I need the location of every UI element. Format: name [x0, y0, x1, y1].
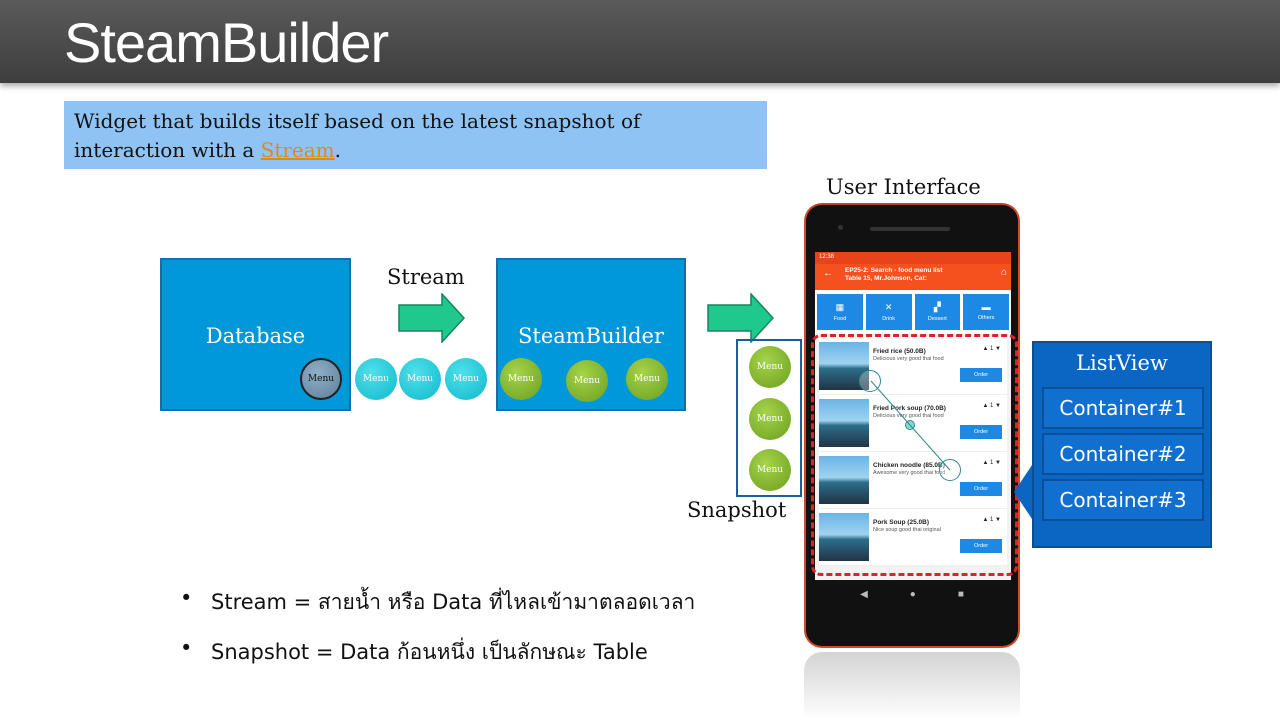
phone-screen: 12:38 ← EP25-2: Search - food menu list … [815, 252, 1011, 580]
menu-ball: Menu [749, 449, 791, 491]
android-nav-bar: ◀ ● ■ [806, 585, 1018, 605]
app-bar-title: EP25-2: Search - food menu list [845, 267, 943, 274]
speaker-grille [870, 227, 950, 231]
status-time: 12:38 [819, 254, 835, 260]
category-dessert[interactable]: ▞ Dessert [914, 294, 961, 330]
item-name: Chicken noodle (85.0B) [873, 462, 945, 469]
stream-link[interactable]: Stream [260, 138, 335, 162]
qty-stepper[interactable]: ▲ 1 ▼ [982, 403, 1001, 409]
menu-list: Fried rice (50.0B)Delicious very good th… [815, 334, 1011, 570]
menu-ball: Menu [749, 398, 791, 440]
list-item: Pork Soup (25.0B)Nice soup good thai ori… [819, 509, 1007, 566]
listview-panel: ListView Container#1 Container#2 Contain… [1032, 341, 1212, 548]
category-label: Others [977, 315, 995, 321]
food-image [819, 456, 869, 504]
container-1: Container#1 [1042, 387, 1204, 429]
stream-label: Stream [387, 265, 465, 289]
bullet-list: Stream = สายน้ำ หรือ Data ที่ไหลเข้ามาตล… [180, 586, 695, 686]
ui-label: User Interface [826, 175, 981, 199]
bullet-stream: Stream = สายน้ำ หรือ Data ที่ไหลเข้ามาตล… [180, 586, 695, 619]
order-button[interactable]: Order [960, 482, 1002, 496]
item-name: Fried Pork soup (70.0B) [873, 405, 946, 412]
item-desc: Delicious very good thai food [873, 356, 944, 362]
description-box: Widget that builds itself based on the l… [64, 101, 767, 169]
qty-stepper[interactable]: ▲ 1 ▼ [982, 346, 1001, 352]
title-bar: SteamBuilder [0, 0, 1280, 83]
snapshot-box [736, 339, 802, 497]
dessert-icon: ▞ [933, 302, 941, 312]
back-arrow-icon[interactable]: ← [823, 268, 833, 279]
database-label: Database [205, 324, 306, 348]
category-label: Food [833, 316, 847, 322]
category-label: Dessert [927, 316, 947, 322]
qty-stepper[interactable]: ▲ 1 ▼ [982, 460, 1001, 466]
menu-ball: Menu [300, 358, 342, 400]
item-name: Fried rice (50.0B) [873, 348, 926, 355]
cart-icon[interactable]: ⌂ [1000, 267, 1007, 278]
menu-ball: Menu [749, 346, 791, 388]
ui-arrow [707, 293, 775, 343]
camera-icon [838, 225, 843, 230]
menu-ball: Menu [355, 358, 397, 400]
order-button[interactable]: Order [960, 425, 1002, 439]
qty-value: 1 [990, 346, 994, 352]
nav-recents-icon[interactable]: ■ [957, 589, 964, 600]
order-button[interactable]: Order [960, 539, 1002, 553]
list-item: Fried rice (50.0B)Delicious very good th… [819, 338, 1007, 395]
item-desc: Nice soup good thai original [873, 527, 941, 533]
category-drink[interactable]: ✕ Drink [865, 294, 912, 330]
qty-stepper[interactable]: ▲ 1 ▼ [982, 517, 1001, 523]
nav-home-icon[interactable]: ● [909, 589, 916, 600]
list-item: Chicken noodle (85.0B)Awesome very good … [819, 452, 1007, 509]
menu-ball: Menu [399, 358, 441, 400]
steambuilder-label: SteamBuilder [518, 324, 664, 348]
item-desc: Delicious very good thai food [873, 413, 944, 419]
order-button[interactable]: Order [960, 368, 1002, 382]
item-desc: Awesome very good thai food [873, 470, 946, 476]
category-others[interactable]: ▬ Others [963, 294, 1009, 330]
container-3: Container#3 [1042, 479, 1204, 521]
bullet-snapshot: Snapshot = Data ก้อนหนึ่ง เป็นลักษณะ Tab… [180, 636, 695, 669]
snapshot-label: Snapshot [687, 498, 787, 522]
status-bar: 12:38 [815, 252, 1011, 264]
qty-value: 1 [990, 460, 994, 466]
description-text: Widget that builds itself based on the l… [74, 109, 641, 162]
food-image [819, 513, 869, 561]
description-end: . [334, 138, 342, 162]
others-icon: ▬ [981, 302, 991, 312]
database-box: Database [160, 258, 351, 411]
listview-highlight [811, 334, 1018, 576]
nav-back-icon[interactable]: ◀ [860, 589, 868, 600]
item-name: Pork Soup (25.0B) [873, 519, 929, 526]
container-2: Container#2 [1042, 433, 1204, 475]
selection-connector [870, 380, 951, 471]
stream-arrow [398, 293, 466, 343]
menu-ball: Menu [445, 358, 487, 400]
food-image [819, 399, 869, 447]
app-bar-subtitle: Table 15, Mr.Johnson, Cat: [845, 275, 927, 282]
listview-pointer [1014, 462, 1034, 522]
slide-title: SteamBuilder [64, 11, 389, 74]
menu-ball: Menu [566, 360, 608, 402]
phone-reflection [804, 652, 1020, 720]
app-bar: ← EP25-2: Search - food menu list Table … [815, 264, 1011, 290]
category-bar: ▦ Food ✕ Drink ▞ Dessert ▬ Others [815, 290, 1011, 334]
food-icon: ▦ [835, 302, 845, 312]
drink-icon: ✕ [884, 302, 893, 312]
category-food[interactable]: ▦ Food [817, 294, 863, 330]
qty-value: 1 [990, 517, 994, 523]
menu-ball: Menu [626, 358, 668, 400]
listview-title: ListView [1076, 351, 1168, 375]
category-label: Drink [882, 316, 896, 322]
menu-ball: Menu [500, 358, 542, 400]
qty-value: 1 [990, 403, 994, 409]
